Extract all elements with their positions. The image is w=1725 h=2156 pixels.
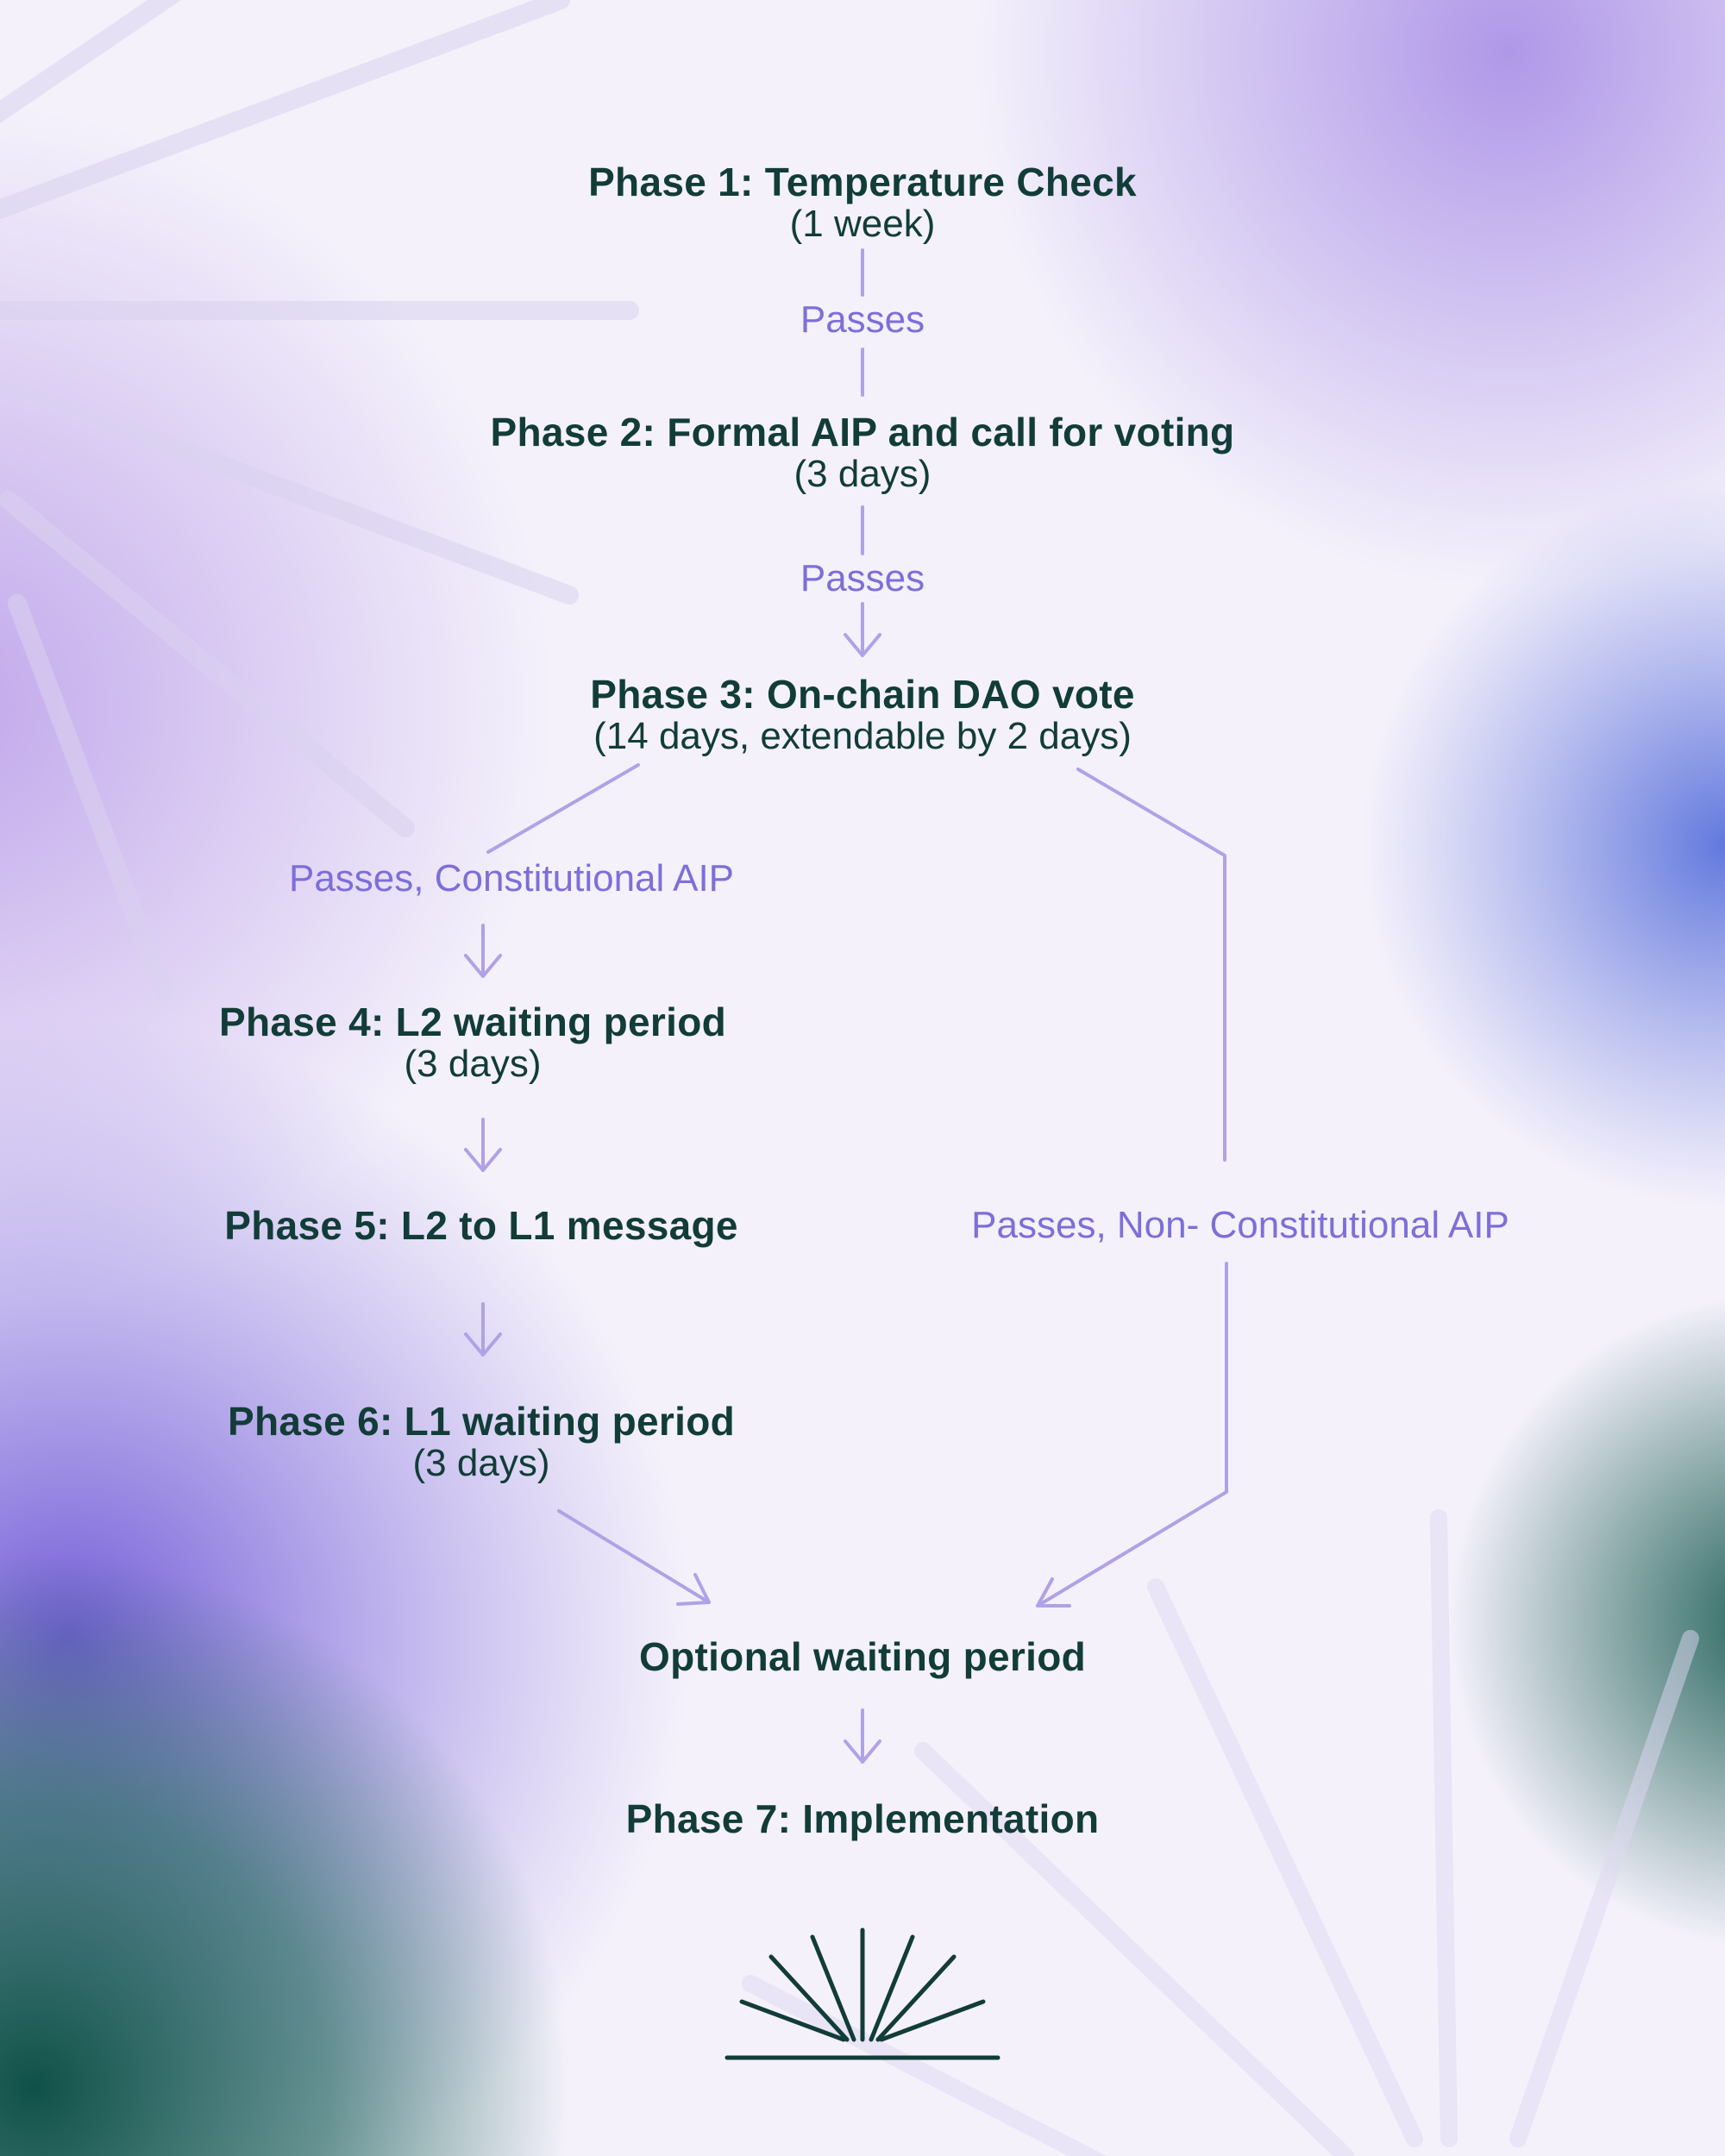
connector-p6-optional: [557, 1509, 711, 1604]
arrowhead-p6: [464, 1332, 502, 1357]
arrowhead-p3: [844, 633, 881, 657]
phase-6-duration: (3 days): [412, 1442, 550, 1484]
arrowhead-p5: [464, 1148, 502, 1172]
arrowhead-p7: [844, 1739, 881, 1764]
edge-label-p2-p3: Passes: [800, 557, 925, 599]
phase-2-duration: (3 days): [794, 453, 932, 495]
sunrise-rays-icon: [724, 1927, 1000, 2060]
edge-label-non-constitutional: Passes, Non- Constitutional AIP: [971, 1204, 1509, 1246]
arrowhead-optional-right: [1036, 1577, 1071, 1608]
phase-4-title: Phase 4: L2 waiting period: [218, 1000, 727, 1044]
optional-waiting-node: Optional waiting period: [639, 1635, 1086, 1678]
phase-7-title: Phase 7: Implementation: [625, 1796, 1100, 1841]
phase-7-node: Phase 7: Implementation: [626, 1797, 1100, 1840]
phase-3-node: Phase 3: On-chain DAO vote (14 days, ext…: [590, 673, 1135, 757]
phase-5-node: Phase 5: L2 to L1 message: [224, 1204, 738, 1247]
optional-waiting-title: Optional waiting period: [639, 1634, 1086, 1679]
connector-non-constitutional-optional: [1036, 1262, 1228, 1608]
phase-6-node: Phase 6: L1 waiting period (3 days): [228, 1400, 735, 1484]
phase-1-title: Phase 1: Temperature Check: [588, 160, 1137, 204]
phase-1-duration: (1 week): [789, 203, 936, 245]
connector-p3-non-constitutional: [1076, 768, 1226, 1162]
phase-6-title: Phase 6: L1 waiting period: [227, 1399, 736, 1444]
phase-4-duration: (3 days): [404, 1043, 542, 1085]
phase-1-node: Phase 1: Temperature Check (1 week): [588, 160, 1137, 245]
phase-2-node: Phase 2: Formal AIP and call for voting …: [491, 411, 1235, 495]
edge-label-p1-p2: Passes: [800, 298, 925, 341]
arrowhead-p4: [464, 954, 502, 978]
phase-4-node: Phase 4: L2 waiting period (3 days): [219, 1000, 726, 1085]
arrowhead-optional-left: [676, 1573, 711, 1606]
phase-3-title: Phase 3: On-chain DAO vote: [590, 672, 1135, 717]
connector-p3-constitutional: [486, 763, 640, 854]
phase-2-title: Phase 2: Formal AIP and call for voting: [490, 410, 1235, 454]
edge-label-constitutional: Passes, Constitutional AIP: [288, 857, 735, 899]
phase-3-duration: (14 days, extendable by 2 days): [593, 715, 1132, 757]
phase-5-title: Phase 5: L2 to L1 message: [224, 1203, 738, 1248]
